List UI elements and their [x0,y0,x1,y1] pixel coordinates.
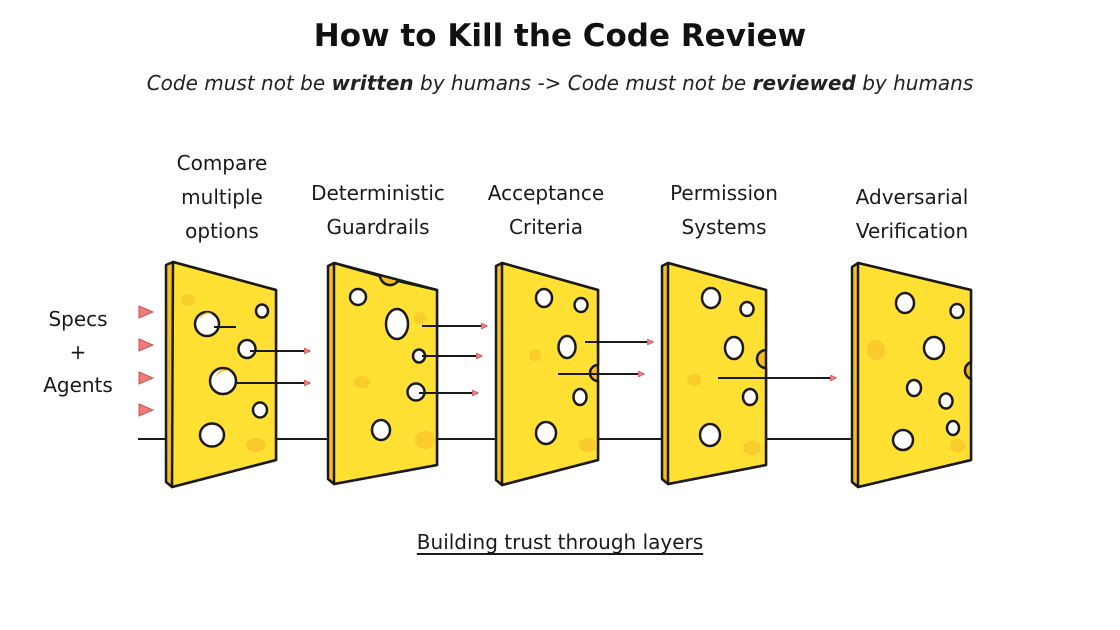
subtitle-part-1: Code must not be [146,71,332,95]
subtitle-bold-reviewed: reviewed [752,71,856,95]
input-label-specs: Specs [48,307,108,331]
layer-label-line: Verification [855,219,969,243]
layer-label-line: Guardrails [326,215,430,239]
layer-label-line: options [185,219,259,243]
subtitle-part-2: by humans -> Code must not be [413,71,753,95]
layer-label-line: Compare [176,151,268,175]
cheese-slice-3 [494,261,600,487]
layer-label-line: Systems [681,215,767,239]
subtitle-bold-written: written [331,71,414,95]
layer-label-line: Acceptance [487,181,605,205]
input-arrow [138,305,155,319]
layer-label-line: Deterministic [311,181,445,205]
cheese-slice-5 [850,261,973,489]
layer-label-acceptance: Acceptance Criteria [456,176,636,244]
flow-arrows [214,326,836,393]
layer-label-compare: Compare multiple options [132,146,312,248]
layer-label-line: Adversarial [855,185,969,209]
cheese-slice-4 [660,261,768,486]
input-arrow [138,338,155,352]
input-arrows [138,305,155,417]
layer-label-adversarial: Adversarial Verification [822,180,1002,248]
input-label-agents: Agents [43,373,113,397]
diagram-title: How to Kill the Code Review [313,18,807,54]
input-label-plus: + [69,340,87,364]
layer-label-permission: Permission Systems [634,176,814,244]
diagram-footer: Building trust through layers [416,530,704,554]
input-arrow [138,403,155,417]
layer-label-line: multiple [181,185,263,209]
cheese-slice-2 [326,261,439,486]
layer-label-line: Permission [670,181,778,205]
layer-label-line: Criteria [509,215,583,239]
input-arrow [138,371,155,385]
cheese-slice-1 [164,260,278,489]
layer-label-guardrails: Deterministic Guardrails [288,176,468,244]
subtitle-part-3: by humans [855,71,974,95]
input-label: Specs + Agents [28,303,128,402]
diagram-subtitle: Code must not be written by humans -> Co… [0,66,1120,100]
